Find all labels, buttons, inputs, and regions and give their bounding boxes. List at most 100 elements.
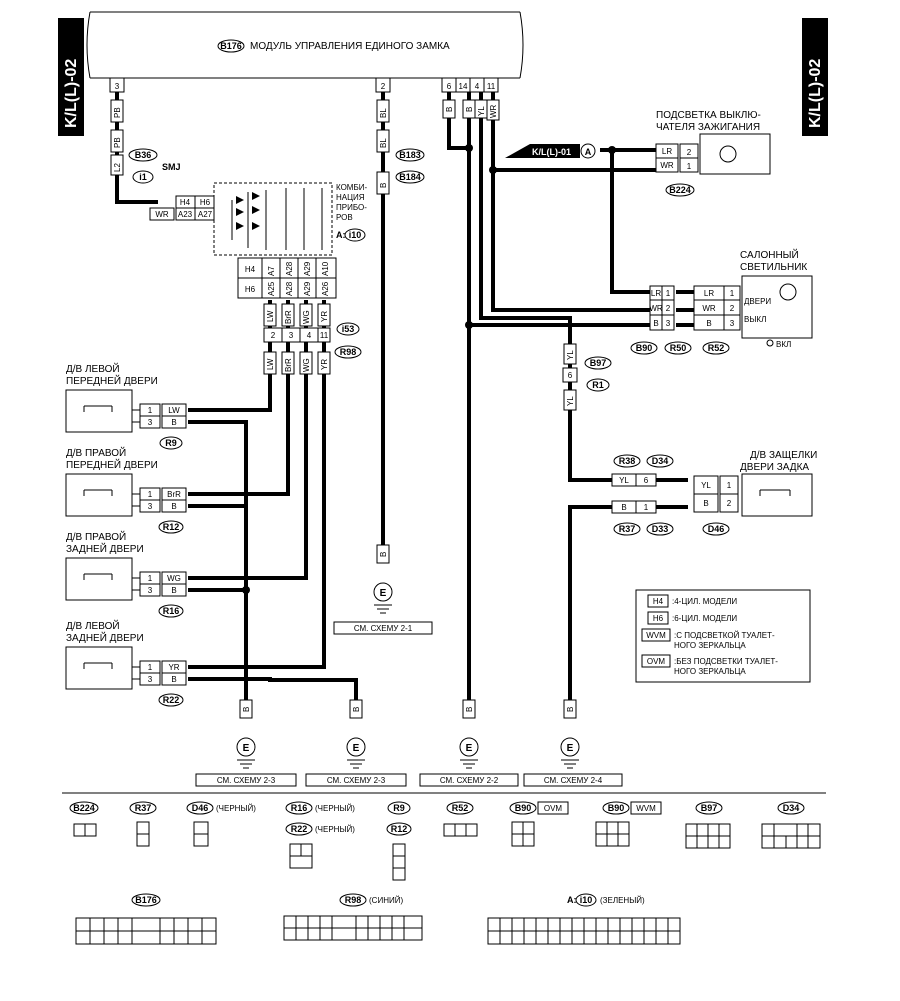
- svg-text:Д/В ЛЕВОЙ: Д/В ЛЕВОЙ: [66, 619, 120, 632]
- svg-text:B36: B36: [135, 150, 152, 160]
- svg-text:WG: WG: [302, 358, 311, 372]
- svg-text:(ЧЕРНЫЙ): (ЧЕРНЫЙ): [216, 804, 256, 813]
- svg-text:WG: WG: [302, 310, 311, 324]
- svg-text:3: 3: [730, 319, 735, 328]
- svg-text:ПЕРЕДНЕЙ ДВЕРИ: ПЕРЕДНЕЙ ДВЕРИ: [66, 458, 158, 471]
- svg-text:A28: A28: [285, 281, 294, 296]
- svg-text:СМ. СХЕМУ 2-1: СМ. СХЕМУ 2-1: [354, 624, 413, 633]
- svg-text:OVM: OVM: [647, 657, 666, 666]
- svg-text:R98: R98: [345, 895, 362, 905]
- svg-text:ВКЛ: ВКЛ: [776, 340, 791, 349]
- svg-text:R16: R16: [163, 606, 180, 616]
- svg-text:YL: YL: [566, 350, 575, 360]
- svg-text:D46: D46: [708, 524, 725, 534]
- svg-text:B: B: [566, 707, 575, 712]
- svg-text:YR: YR: [320, 311, 329, 322]
- svg-text:WR: WR: [660, 161, 674, 170]
- junctions: [242, 144, 616, 594]
- svg-text:1: 1: [148, 574, 153, 583]
- svg-text:A23: A23: [178, 210, 193, 219]
- sheet-tab-left: K/L(L)-02: [58, 18, 84, 136]
- svg-text::БЕЗ ПОДСВЕТКИ ТУАЛЕТ-: :БЕЗ ПОДСВЕТКИ ТУАЛЕТ-: [674, 657, 778, 666]
- svg-text:B: B: [379, 183, 388, 188]
- svg-text:Д/В ПРАВОЙ: Д/В ПРАВОЙ: [66, 446, 126, 459]
- svg-text:A10: A10: [321, 261, 330, 276]
- svg-text:1: 1: [727, 481, 732, 490]
- svg-text:E: E: [243, 743, 250, 754]
- connector-tags: B36 i1 SMJ B183 B184 i53 R98 B97 R1 R38 …: [128, 148, 730, 707]
- svg-text:LR: LR: [662, 147, 672, 156]
- svg-text:R12: R12: [163, 522, 180, 532]
- connector-views: B224 R37 D46 (ЧЕРНЫЙ) R16 (ЧЕРНЫЙ) R22 (…: [69, 801, 821, 945]
- svg-text:H4: H4: [180, 198, 191, 207]
- svg-text:E: E: [466, 743, 473, 754]
- svg-text:YR: YR: [168, 663, 179, 672]
- svg-text:BrR: BrR: [284, 358, 293, 372]
- svg-text:D34: D34: [783, 803, 800, 813]
- svg-text:ПРИБО-: ПРИБО-: [336, 203, 367, 212]
- door-switch-left-front: Д/В ЛЕВОЙ ПЕРЕДНЕЙ ДВЕРИ 1 3 LW B: [65, 362, 187, 433]
- svg-text:B90: B90: [636, 343, 653, 353]
- svg-text:WG: WG: [167, 574, 181, 583]
- svg-text:2: 2: [687, 148, 692, 157]
- svg-text:B97: B97: [590, 358, 607, 368]
- svg-text:D34: D34: [652, 456, 669, 466]
- svg-text:R16: R16: [291, 803, 308, 813]
- svg-text:СВЕТИЛЬНИК: СВЕТИЛЬНИК: [740, 262, 807, 273]
- svg-text:ДВЕРИ: ДВЕРИ: [744, 297, 771, 306]
- svg-text:BL: BL: [379, 108, 388, 118]
- combination-meter: H4 H6 A23 A27 WR КОМБИ- НАЦИЯ ПРИБО- РОВ…: [149, 182, 367, 343]
- door-switch-right-front: Д/В ПРАВОЙ ПЕРЕДНЕЙ ДВЕРИ 1 3 BrR B: [65, 446, 187, 517]
- legend: H4 :4-ЦИЛ. МОДЕЛИ H6 :6-ЦИЛ. МОДЕЛИ WVM …: [635, 589, 811, 683]
- svg-text:YL: YL: [701, 481, 711, 490]
- svg-text:6: 6: [447, 82, 452, 91]
- module-title: МОДУЛЬ УПРАВЛЕНИЯ ЕДИНОГО ЗАМКА: [250, 41, 450, 52]
- svg-text:OVM: OVM: [544, 804, 563, 813]
- wires: [115, 92, 694, 700]
- ignition-illumination: ПОДСВЕТКА ВЫКЛЮ- ЧАТЕЛЯ ЗАЖИГАНИЯ 2 1 LR…: [505, 110, 771, 175]
- ground-2-2: E СМ. СХЕМУ 2-2: [419, 737, 519, 787]
- svg-text::6-ЦИЛ. МОДЕЛИ: :6-ЦИЛ. МОДЕЛИ: [672, 614, 737, 623]
- svg-text:B90: B90: [515, 803, 532, 813]
- svg-text:ДВЕРИ ЗАДКА: ДВЕРИ ЗАДКА: [740, 462, 809, 473]
- svg-text:ВЫКЛ: ВЫКЛ: [744, 315, 766, 324]
- svg-text:R50: R50: [670, 343, 687, 353]
- svg-text:E: E: [567, 743, 574, 754]
- svg-text:SMJ: SMJ: [162, 162, 181, 172]
- svg-text:B: B: [242, 707, 251, 712]
- svg-text:R52: R52: [708, 343, 725, 353]
- svg-text:LW: LW: [266, 358, 275, 370]
- svg-text:BrR: BrR: [167, 490, 181, 499]
- svg-text:ЗАДНЕЙ ДВЕРИ: ЗАДНЕЙ ДВЕРИ: [66, 542, 144, 555]
- svg-text:3: 3: [148, 502, 153, 511]
- svg-text:Д/В ЛЕВОЙ: Д/В ЛЕВОЙ: [66, 362, 120, 375]
- wire-labels: PB PB L2 BL BL B B B YL WR LW BrR WG YR …: [110, 99, 577, 719]
- svg-text:YL: YL: [619, 476, 629, 485]
- door-switch-left-rear: Д/В ЛЕВОЙ ЗАДНЕЙ ДВЕРИ 1 3 YR B: [65, 619, 187, 690]
- svg-text:K/L(L)-02: K/L(L)-02: [807, 59, 824, 128]
- svg-text:A29: A29: [303, 281, 312, 296]
- svg-text:D46: D46: [192, 803, 209, 813]
- svg-text:B184: B184: [399, 172, 421, 182]
- svg-text:B: B: [171, 418, 176, 427]
- svg-text:1: 1: [148, 406, 153, 415]
- trunk-latch-switch: Д/В ЗАЩЕЛКИ ДВЕРИ ЗАДКА YL 6 B 1 YL B 1 …: [562, 367, 817, 517]
- svg-text:LR: LR: [651, 289, 661, 298]
- module-ref: B176: [220, 41, 242, 51]
- svg-text:R52: R52: [452, 803, 469, 813]
- svg-text:B: B: [465, 107, 474, 112]
- ground-2-3-b: E СМ. СХЕМУ 2-3: [305, 737, 407, 787]
- svg-text:H6: H6: [245, 285, 256, 294]
- svg-text:PB: PB: [113, 107, 122, 118]
- svg-text:R12: R12: [391, 824, 408, 834]
- svg-text:A:: A:: [567, 895, 577, 905]
- svg-text:1: 1: [666, 289, 671, 298]
- svg-text:Д/В ПРАВОЙ: Д/В ПРАВОЙ: [66, 530, 126, 543]
- svg-text:(ЧЕРНЫЙ): (ЧЕРНЫЙ): [315, 804, 355, 813]
- svg-text:BrR: BrR: [284, 310, 293, 324]
- svg-text:2: 2: [381, 82, 386, 91]
- svg-text:6: 6: [568, 371, 573, 380]
- svg-text:(ЧЕРНЫЙ): (ЧЕРНЫЙ): [315, 825, 355, 834]
- svg-text:3: 3: [289, 331, 294, 340]
